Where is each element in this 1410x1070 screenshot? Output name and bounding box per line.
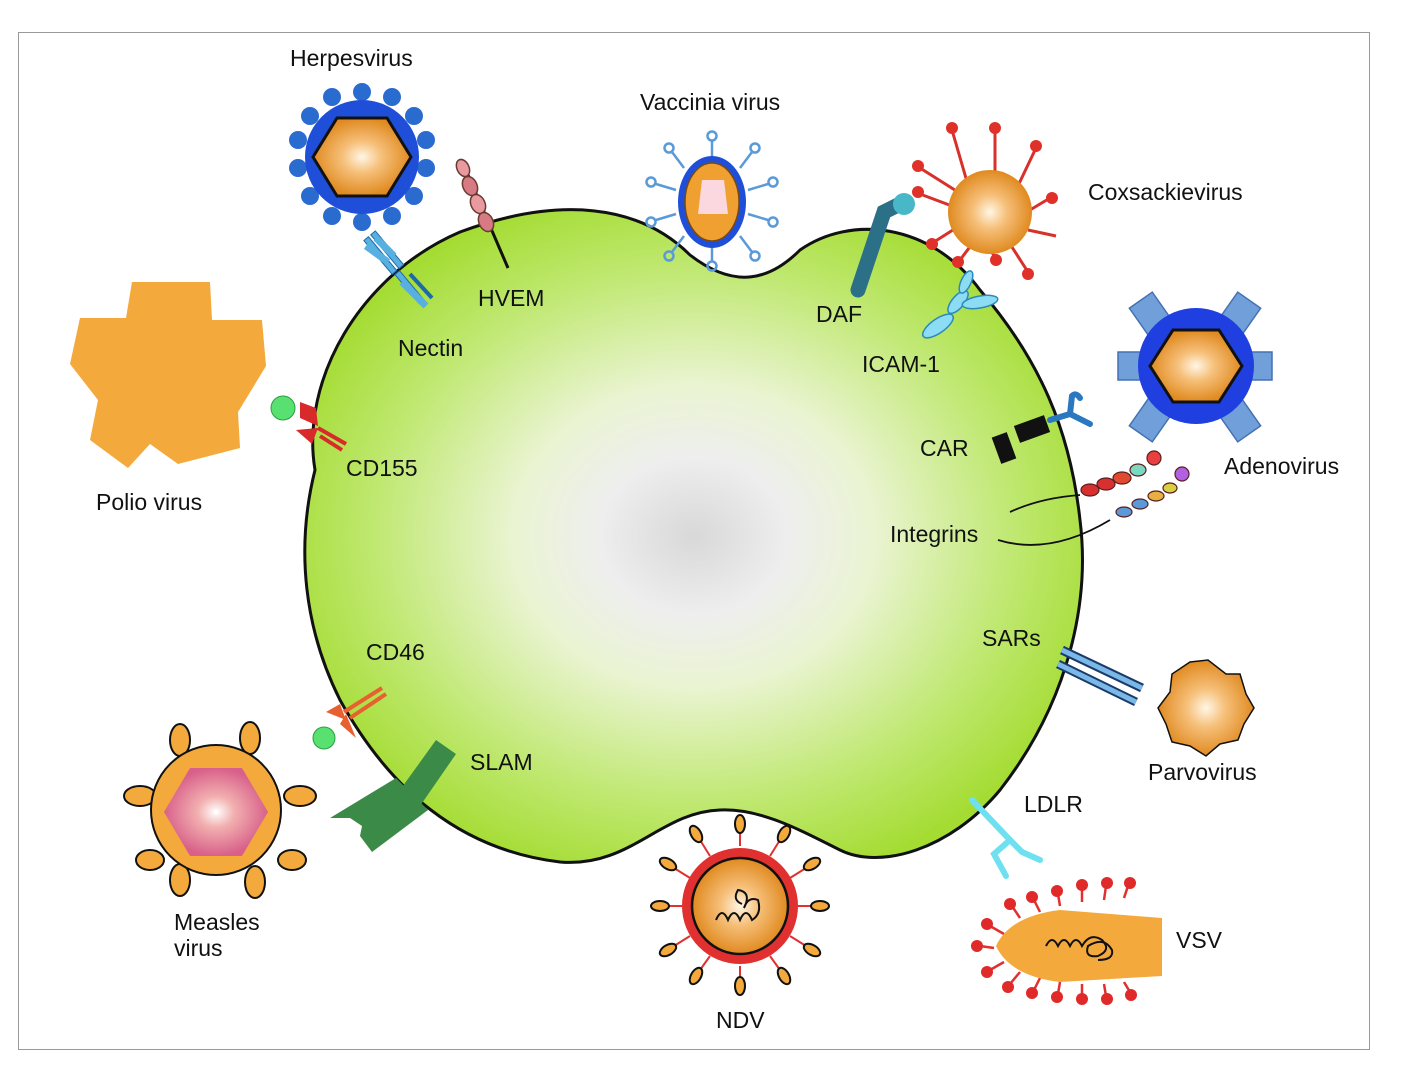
polio-virus-label: Polio virus: [96, 489, 202, 515]
ndv-label: NDV: [716, 1007, 765, 1033]
vaccinia-particle: [645, 130, 779, 272]
herpesvirus-label: Herpesvirus: [290, 45, 413, 71]
vsv-particle: [971, 877, 1162, 1005]
car-label: CAR: [920, 435, 969, 461]
nectin-receptor: [363, 230, 434, 309]
vsv-label: VSV: [1176, 927, 1223, 953]
coxsackievirus-label: Coxsackievirus: [1088, 179, 1243, 205]
vaccinia-label: Vaccinia virus: [640, 89, 780, 115]
coxsackievirus-particle: [912, 122, 1058, 280]
sars-label: SARs: [982, 625, 1041, 651]
daf-receptor: [850, 193, 915, 298]
slam-label: SLAM: [470, 749, 533, 775]
measles-label-line2: virus: [174, 935, 223, 961]
adenovirus-particle: [1117, 291, 1273, 443]
host-cell: [303, 208, 1084, 864]
parvovirus-particle: [1157, 659, 1255, 757]
cd155-label: CD155: [346, 455, 418, 481]
sars-receptor: [1056, 645, 1144, 707]
icam1-receptor: [921, 270, 999, 339]
measles-label-line1: Measles: [174, 909, 260, 935]
icam1-label: ICAM-1: [862, 351, 940, 377]
daf-label: DAF: [816, 301, 862, 327]
integrins-receptor: [997, 450, 1190, 546]
hvem-receptor: [455, 158, 510, 269]
parvovirus-label: Parvovirus: [1148, 759, 1257, 785]
ndv-particle: [650, 814, 830, 996]
car-receptor: [991, 391, 1093, 464]
ldlr-label: LDLR: [1024, 791, 1083, 817]
polio-virus-particle: [70, 282, 266, 468]
ldlr-receptor: [969, 797, 1043, 879]
slam-receptor: [330, 740, 456, 852]
cd46-receptor: [312, 686, 388, 750]
cd155-receptor: [270, 395, 347, 452]
cd46-label: CD46: [366, 639, 425, 665]
hvem-label: HVEM: [478, 285, 544, 311]
herpesvirus-particle: [289, 83, 435, 231]
integrins-label: Integrins: [890, 521, 978, 547]
nectin-label: Nectin: [398, 335, 463, 361]
adenovirus-label: Adenovirus: [1224, 453, 1339, 479]
